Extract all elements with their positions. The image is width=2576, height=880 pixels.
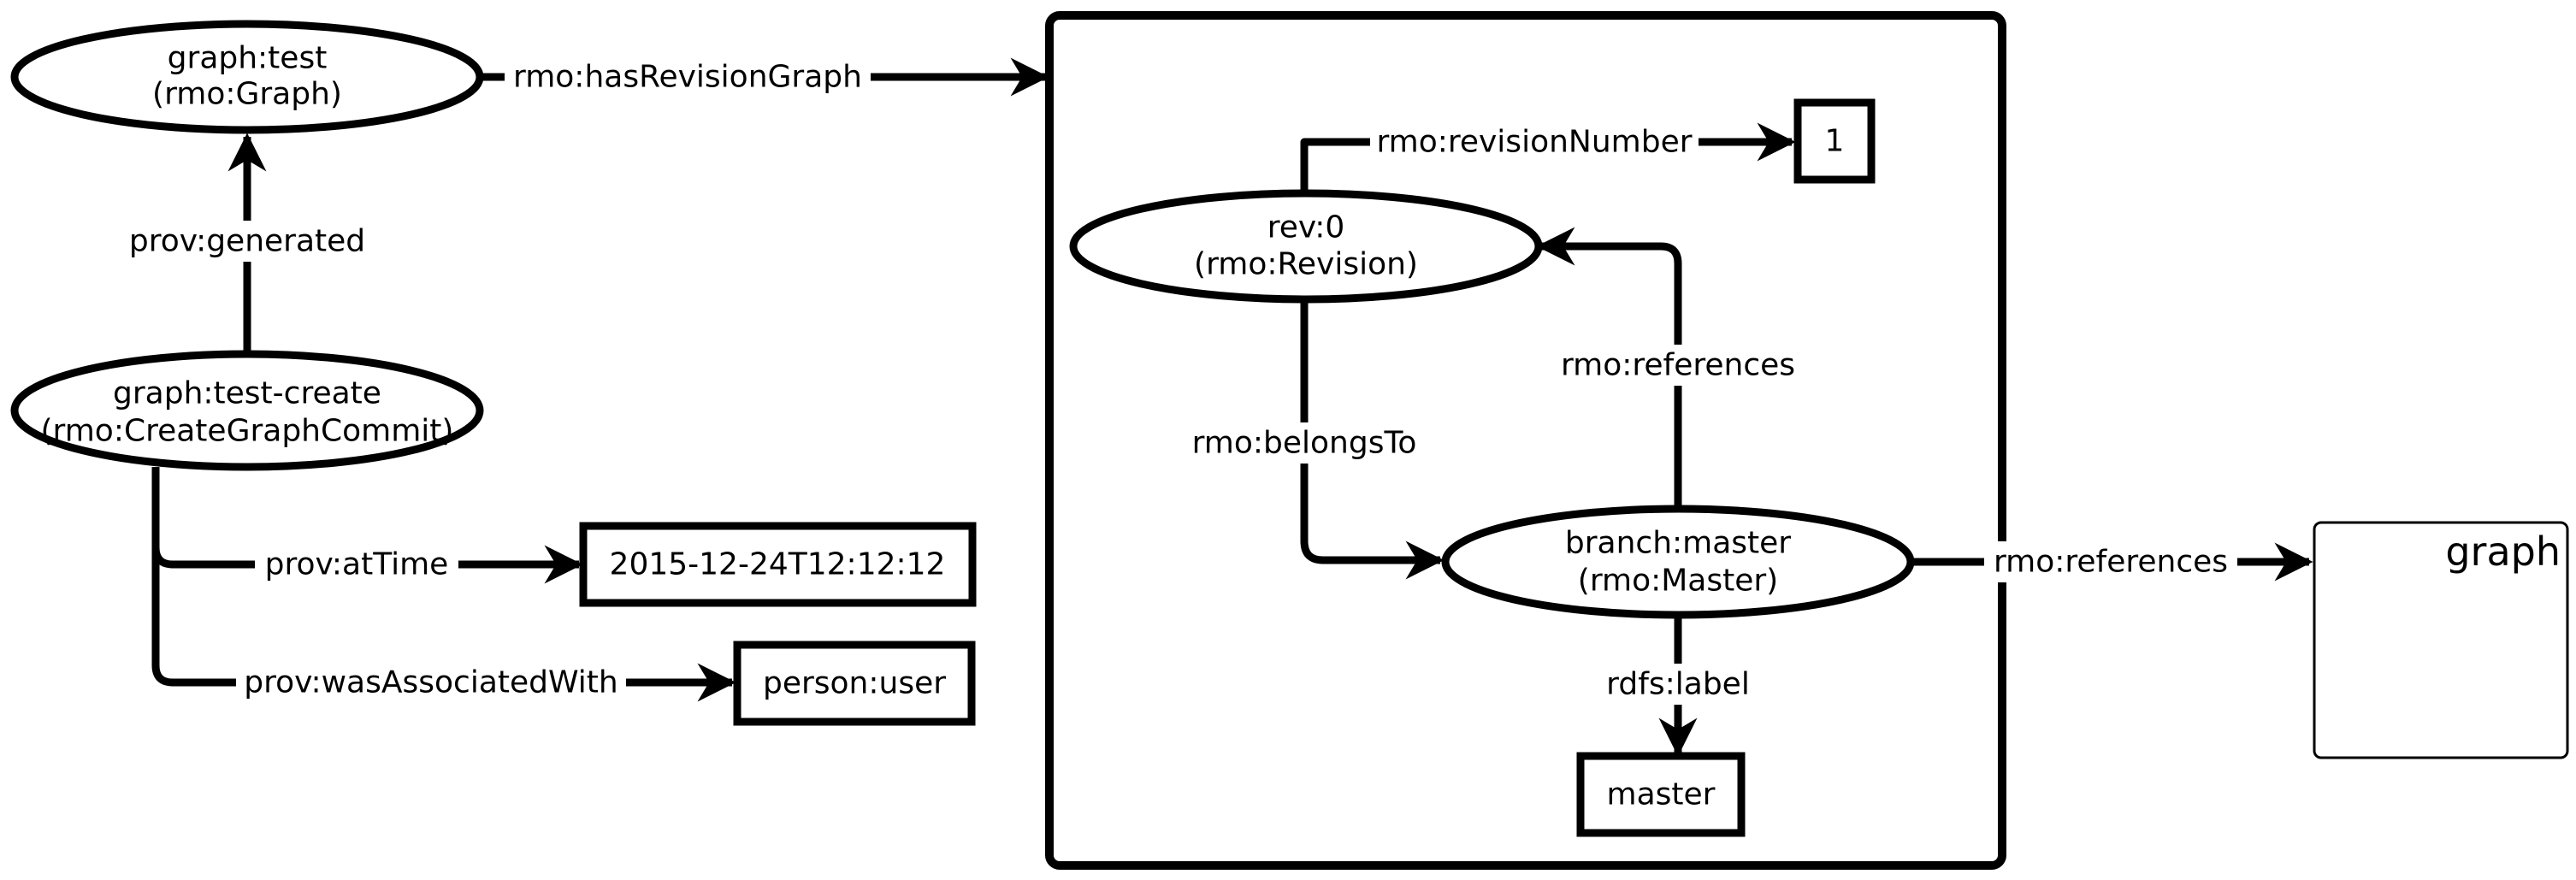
edge-label-has-revision-graph: rmo:hasRevisionGraph bbox=[505, 56, 871, 97]
edge-belongs-to bbox=[1300, 299, 1445, 580]
svg-text:rmo:belongsTo: rmo:belongsTo bbox=[1192, 426, 1417, 461]
svg-text:person:user: person:user bbox=[763, 666, 946, 701]
node-graph-test: graph:test (rmo:Graph) bbox=[10, 20, 484, 134]
svg-text:1: 1 bbox=[1825, 124, 1845, 159]
edge-was-associated-with bbox=[151, 467, 736, 702]
edge-label-at-time: prov:atTime bbox=[255, 544, 458, 585]
edge-label-belongs-to: rmo:belongsTo bbox=[1179, 422, 1430, 464]
svg-text:rmo:hasRevisionGraph: rmo:hasRevisionGraph bbox=[513, 60, 862, 95]
edge-label-rdfs-label: rdfs:label bbox=[1601, 664, 1755, 705]
svg-text:(rmo:CreateGraphCommit): (rmo:CreateGraphCommit) bbox=[41, 414, 454, 449]
svg-text:rev:0: rev:0 bbox=[1267, 210, 1345, 245]
svg-text:2015-12-24T12:12:12: 2015-12-24T12:12:12 bbox=[610, 547, 946, 582]
svg-text:rdfs:label: rdfs:label bbox=[1606, 667, 1750, 702]
svg-text:prov:generated: prov:generated bbox=[129, 224, 365, 259]
svg-text:prov:wasAssociatedWith: prov:wasAssociatedWith bbox=[244, 665, 617, 700]
edge-label-references-rev: rmo:references bbox=[1551, 345, 1805, 386]
svg-text:rmo:references: rmo:references bbox=[1994, 545, 2228, 580]
svg-text:(rmo:Revision): (rmo:Revision) bbox=[1194, 247, 1418, 282]
edge-label-generated: prov:generated bbox=[122, 221, 372, 262]
svg-text:prov:atTime: prov:atTime bbox=[265, 547, 449, 582]
node-graph-box: graph bbox=[2313, 521, 2569, 759]
svg-text:rmo:revisionNumber: rmo:revisionNumber bbox=[1376, 125, 1692, 160]
svg-text:master: master bbox=[1607, 777, 1716, 812]
svg-text:rmo:references: rmo:references bbox=[1561, 348, 1795, 383]
svg-text:(rmo:Master): (rmo:Master) bbox=[1578, 564, 1778, 599]
edge-references-rev bbox=[1536, 227, 1682, 509]
edge-label-was-associated-with: prov:wasAssociatedWith bbox=[236, 662, 626, 703]
node-graph-test-create: graph:test-create (rmo:CreateGraphCommit… bbox=[10, 350, 484, 471]
edge-label-references-graph: rmo:references bbox=[1984, 541, 2237, 582]
node-time-value: 2015-12-24T12:12:12 bbox=[579, 522, 977, 607]
svg-text:branch:master: branch:master bbox=[1565, 526, 1791, 561]
svg-text:graph:test: graph:test bbox=[168, 41, 328, 76]
svg-text:graph:test-create: graph:test-create bbox=[113, 376, 381, 411]
edge-label-revision-number: rmo:revisionNumber bbox=[1370, 121, 1699, 162]
svg-text:graph: graph bbox=[2445, 529, 2561, 575]
node-revision-number-value: 1 bbox=[1793, 98, 1876, 184]
node-rev-0: rev:0 (rmo:Revision) bbox=[1069, 189, 1543, 304]
node-master-label-value: master bbox=[1576, 752, 1746, 837]
node-person-user: person:user bbox=[733, 641, 976, 726]
node-branch-master: branch:master (rmo:Master) bbox=[1441, 505, 1915, 619]
svg-text:(rmo:Graph): (rmo:Graph) bbox=[152, 77, 342, 112]
